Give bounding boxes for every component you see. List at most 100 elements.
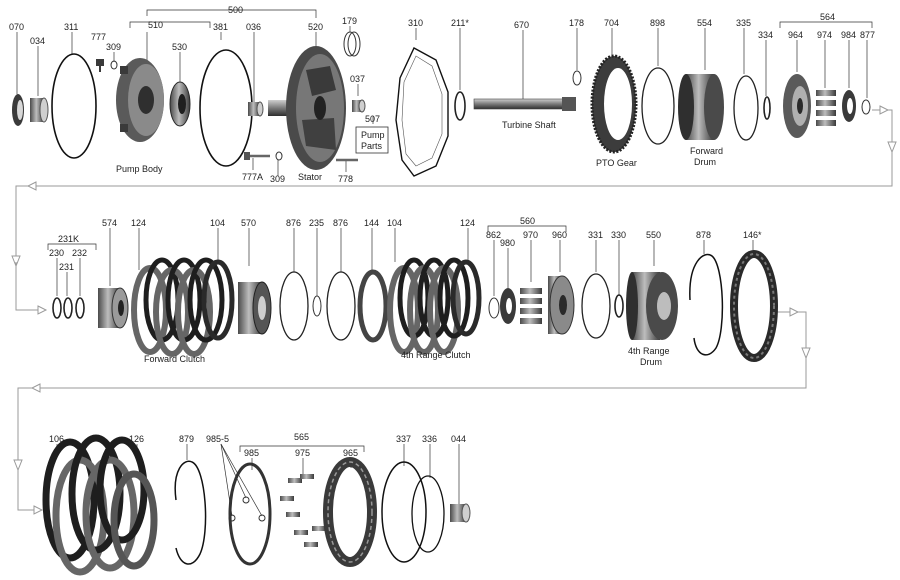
caption-fourth-range-drum-line1: 4th Range xyxy=(628,346,670,356)
flow-arrow xyxy=(30,383,41,393)
part-550-fourth-range-drum xyxy=(626,272,678,340)
label-670: 670 xyxy=(514,20,529,30)
flow-arrow xyxy=(789,307,800,317)
caption-forward-drum-line1: Forward xyxy=(690,146,723,156)
caption-fourth-range-drum-line2: Drum xyxy=(640,357,662,367)
part-037-bushing xyxy=(352,99,366,113)
label-232: 232 xyxy=(72,248,87,258)
part-334-ring xyxy=(763,96,771,120)
part-877-ring xyxy=(861,99,871,115)
part-985-spring-assembly xyxy=(228,462,272,566)
part-984-disc xyxy=(842,90,856,122)
caption-pto-gear: PTO Gear xyxy=(596,158,637,168)
label-104: 104 xyxy=(210,218,225,228)
part-574-hub xyxy=(98,287,129,329)
part-670-turbine-shaft xyxy=(473,97,576,111)
row-1-parts xyxy=(12,31,871,177)
flow-arrow xyxy=(26,181,37,191)
part-232-ring xyxy=(75,297,85,319)
label-309-lower: 309 xyxy=(270,174,285,184)
label-560: 560 xyxy=(520,216,535,226)
flow-line-row2-start xyxy=(15,262,44,311)
part-309-washer-lower xyxy=(275,151,283,161)
label-331: 331 xyxy=(588,230,603,240)
part-231-ring xyxy=(63,297,73,319)
label-876-b: 876 xyxy=(333,218,348,228)
part-777a-bolt xyxy=(244,152,270,160)
label-510: 510 xyxy=(148,20,163,30)
pump-parts-box xyxy=(355,126,389,154)
label-704: 704 xyxy=(604,18,619,28)
label-044: 044 xyxy=(451,434,466,444)
label-309: 309 xyxy=(106,42,121,52)
label-777: 777 xyxy=(91,32,106,42)
label-975: 975 xyxy=(295,448,310,458)
part-975-pinions xyxy=(280,474,326,547)
part-570-piston xyxy=(238,281,272,335)
label-070: 070 xyxy=(9,22,24,32)
label-964: 964 xyxy=(788,30,803,40)
part-235-ring xyxy=(312,295,322,317)
part-070-seal xyxy=(12,94,24,126)
label-550: 550 xyxy=(646,230,661,240)
label-036: 036 xyxy=(246,22,261,32)
part-777-bolt xyxy=(96,59,104,72)
part-311-o-ring xyxy=(51,53,97,159)
label-235: 235 xyxy=(309,218,324,228)
label-310: 310 xyxy=(408,18,423,28)
part-520-stator xyxy=(268,46,346,170)
label-877: 877 xyxy=(860,30,875,40)
label-124-b: 124 xyxy=(460,218,475,228)
label-862: 862 xyxy=(486,230,501,240)
caption-fourth-range-clutch: 4th Range Clutch xyxy=(401,350,471,360)
label-336: 336 xyxy=(422,434,437,444)
flow-lines xyxy=(11,105,897,515)
label-230: 230 xyxy=(49,248,64,258)
label-334: 334 xyxy=(758,30,773,40)
label-985-5: 985-5 xyxy=(206,434,229,444)
label-965: 965 xyxy=(343,448,358,458)
label-500: 500 xyxy=(228,5,243,15)
label-570: 570 xyxy=(241,218,256,228)
label-974: 974 xyxy=(817,30,832,40)
label-178: 178 xyxy=(569,18,584,28)
label-381: 381 xyxy=(213,22,228,32)
part-106-126-clutch-plates xyxy=(42,434,158,576)
part-704-pto-gear xyxy=(590,54,638,154)
part-965-carrier xyxy=(323,457,377,567)
label-144: 144 xyxy=(364,218,379,228)
label-554: 554 xyxy=(697,18,712,28)
label-337: 337 xyxy=(396,434,411,444)
label-034: 034 xyxy=(30,36,45,46)
part-178-ring xyxy=(572,70,582,86)
captions: Pump Body Stator Pump Parts Turbine Shaf… xyxy=(116,120,723,367)
part-036-bushing xyxy=(248,101,264,117)
label-985: 985 xyxy=(244,448,259,458)
part-862-ring xyxy=(488,297,500,319)
part-554-forward-drum xyxy=(678,74,724,140)
caption-pump-parts-line2: Parts xyxy=(361,141,383,151)
caption-stator: Stator xyxy=(298,172,322,182)
part-336-ring xyxy=(411,475,445,553)
part-144-plate xyxy=(357,269,389,343)
label-574: 574 xyxy=(102,218,117,228)
label-984: 984 xyxy=(841,30,856,40)
caption-forward-drum-line2: Drum xyxy=(694,157,716,167)
forward-clutch-pack xyxy=(131,257,235,357)
part-980-disc xyxy=(500,288,516,324)
part-211-snap-ring xyxy=(454,91,466,121)
label-124: 124 xyxy=(131,218,146,228)
label-520: 520 xyxy=(308,22,323,32)
label-179: 179 xyxy=(342,16,357,26)
part-309-washer xyxy=(110,60,118,70)
label-330: 330 xyxy=(611,230,626,240)
label-104-b: 104 xyxy=(387,218,402,228)
caption-pump-parts-line1: Pump xyxy=(361,130,385,140)
part-335-ring xyxy=(733,75,759,141)
part-974-pinions xyxy=(816,90,836,126)
label-507: 507 xyxy=(365,114,380,124)
label-777a: 777A xyxy=(242,172,263,182)
part-146-plate xyxy=(730,250,778,362)
